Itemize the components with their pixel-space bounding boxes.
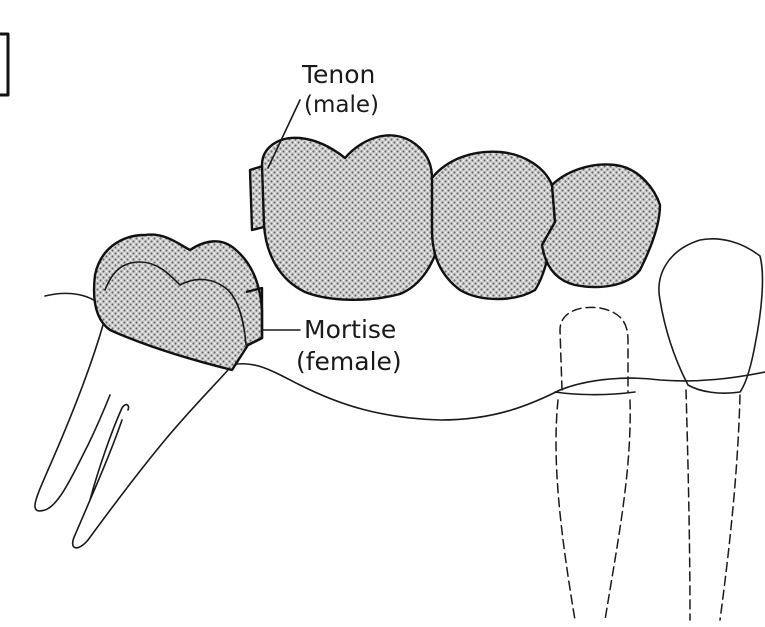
premolar-margin <box>555 392 635 395</box>
mortise-sublabel: (female) <box>296 347 402 376</box>
pontic-1 <box>262 135 440 299</box>
canine-tooth <box>659 239 763 620</box>
mortise-label: Mortise <box>304 315 396 344</box>
pontic-3 <box>542 164 660 287</box>
premolar-root <box>556 400 630 620</box>
tenon-label: Tenon <box>301 60 375 89</box>
premolar-abutment <box>555 307 635 620</box>
pontic-2 <box>432 152 555 299</box>
canine-crown <box>659 239 763 393</box>
canine-root <box>686 390 740 620</box>
panel-corner-mark <box>0 34 8 95</box>
tenon-sublabel: (male) <box>304 92 379 118</box>
premolar-prep-outline <box>560 307 628 392</box>
molar-abutment <box>35 235 262 548</box>
bridge-appliance <box>250 135 660 299</box>
